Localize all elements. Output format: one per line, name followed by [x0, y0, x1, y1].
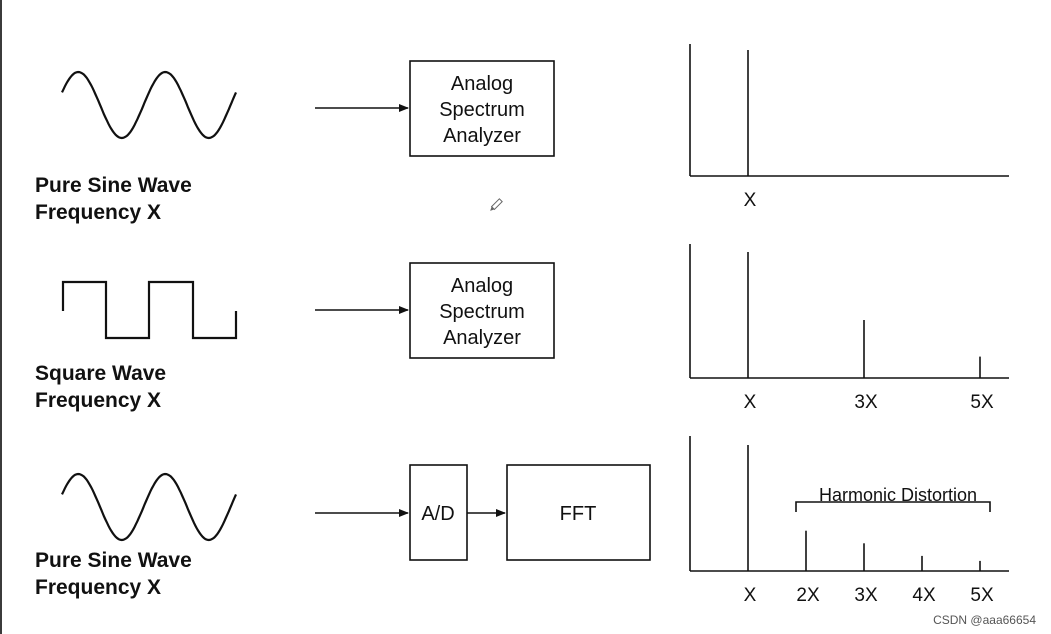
box2-line-2: Spectrum: [439, 301, 525, 323]
box1-line-2: Spectrum: [439, 99, 525, 121]
sine-wave-1: [61, 70, 238, 140]
harmonic-distortion-label: Harmonic Distortion: [819, 485, 977, 505]
spectrum3-tick-3x: 3X: [854, 585, 878, 606]
box2-line-3: Analyzer: [443, 327, 521, 349]
harmonic-distortion-bracket: [795, 501, 991, 512]
wave-label-row1-line1: Pure Sine Wave: [35, 174, 192, 197]
adc-box: [409, 464, 468, 561]
spectrum-plot-2: X 3X 5X: [689, 244, 1009, 413]
wave-label-row2: Square Wave Frequency X: [35, 360, 166, 414]
box1-line-3: Analyzer: [443, 125, 521, 147]
wave-label-row2-line2: Frequency X: [35, 389, 162, 412]
wave-label-row3-line2: Frequency X: [35, 576, 162, 599]
fft-label: FFT: [560, 503, 597, 525]
square-wave: [61, 280, 238, 340]
fft-box: [506, 464, 651, 561]
sine-wave-2: [61, 472, 238, 542]
spectrum3-tick-5x: 5X: [970, 585, 994, 606]
box2-line-1: Analog: [451, 275, 513, 297]
left-border: [0, 0, 2, 634]
spectrum-plot-1: X: [689, 44, 1009, 211]
spectrum2-tick-5x: 5X: [970, 392, 994, 413]
spectrum1-tick-x: X: [744, 190, 757, 211]
row-2: Analog Spectrum Analyzer X 3X 5X: [61, 244, 1009, 413]
adc-label: A/D: [421, 503, 454, 525]
analog-spectrum-analyzer-box-1: [409, 60, 555, 157]
spectrum2-tick-x: X: [744, 392, 757, 413]
spectrum-plot-3: X 2X 3X 4X 5X Harmonic Distortion: [689, 436, 1009, 606]
row-1: Analog Spectrum Analyzer X: [61, 44, 1009, 211]
spectrum2-tick-3x: 3X: [854, 392, 878, 413]
watermark: CSDN @aaa66654: [933, 613, 1036, 627]
spectrum3-tick-4x: 4X: [912, 585, 936, 606]
box1-line-1: Analog: [451, 73, 513, 95]
wave-label-row1-line2: Frequency X: [35, 201, 162, 224]
row-3: A/D FFT X 2X 3X 4X 5X Harmonic Distortio…: [61, 436, 1009, 606]
wave-label-row1: Pure Sine Wave Frequency X: [35, 172, 192, 226]
analog-spectrum-analyzer-box-2: [409, 262, 555, 359]
wave-label-row3: Pure Sine Wave Frequency X: [35, 547, 192, 601]
spectrum3-tick-2x: 2X: [796, 585, 820, 606]
pencil-icon: [490, 198, 503, 211]
spectrum3-tick-x: X: [744, 585, 757, 606]
wave-label-row2-line1: Square Wave: [35, 362, 167, 385]
wave-label-row3-line1: Pure Sine Wave: [35, 549, 192, 572]
